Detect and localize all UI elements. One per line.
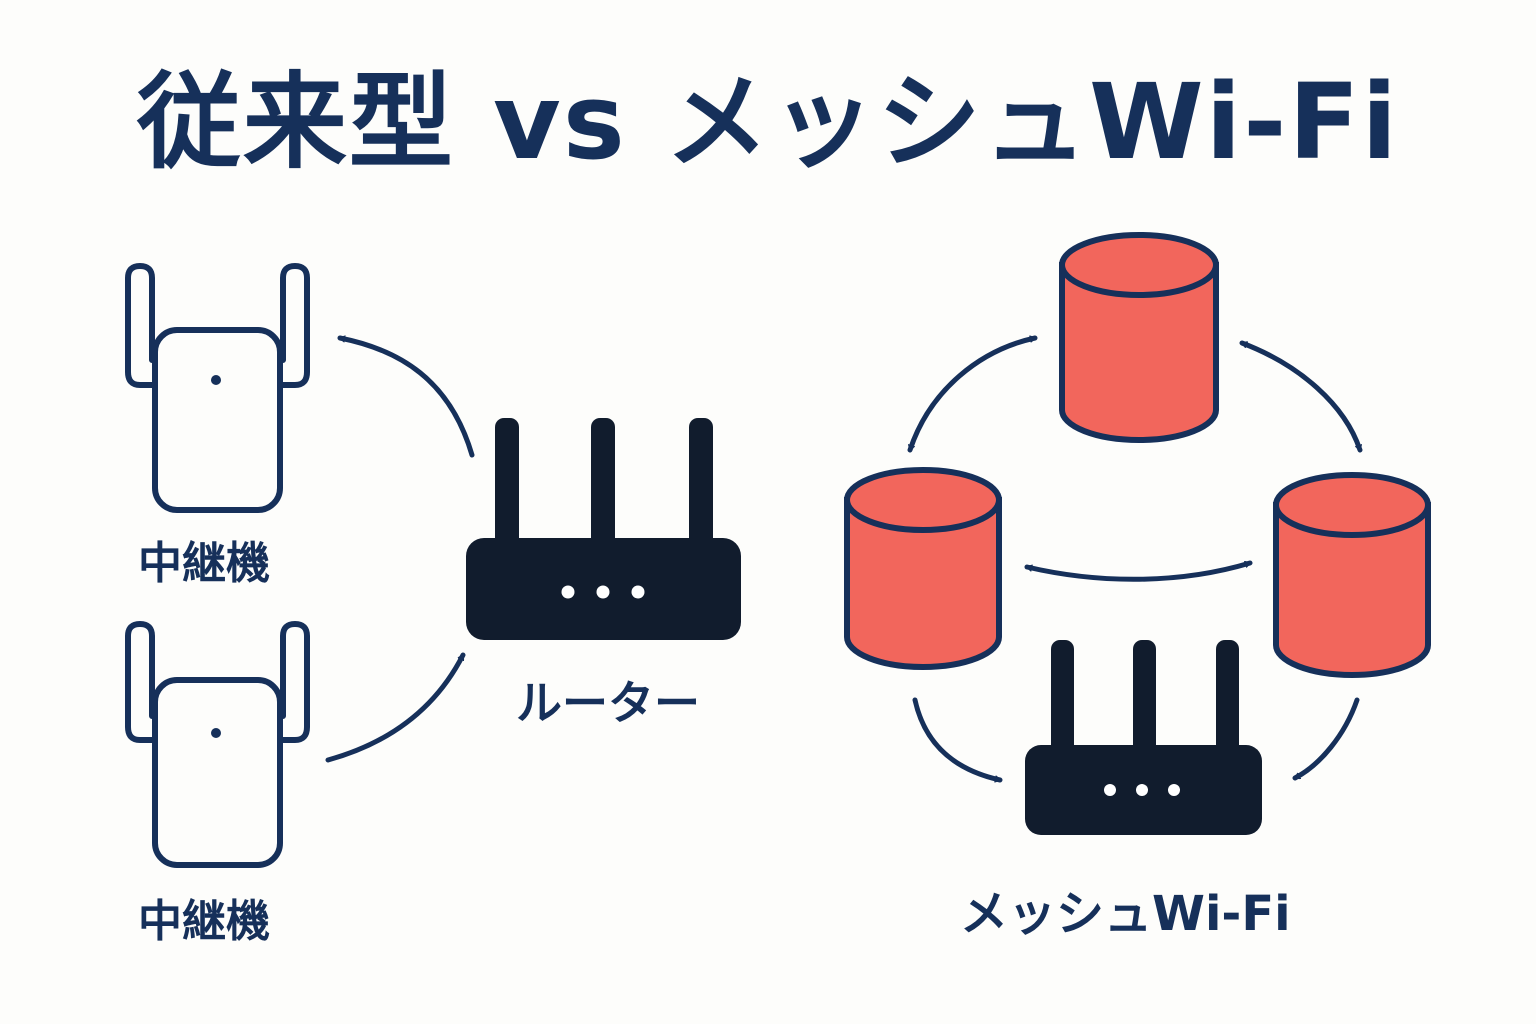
router-label: ルーター	[516, 676, 700, 730]
mesh-node-left	[844, 467, 1002, 670]
arrow-mesh-left-to-router	[912, 697, 1003, 783]
arrow-mesh-top-left	[907, 335, 1038, 453]
repeater-icon	[125, 621, 310, 868]
mesh-node-top	[1059, 232, 1219, 443]
router-icon	[466, 418, 741, 640]
mesh-wifi-label: メッシュWi-Fi	[960, 886, 1291, 942]
arrow-mesh-top-right	[1239, 340, 1363, 453]
arrow-mesh-right-to-router	[1292, 697, 1360, 781]
diagram-title: 従来型 vs メッシュWi-Fi	[136, 61, 1400, 183]
arrow-mesh-left-right	[1024, 560, 1253, 582]
arrow-repeater-to-router	[325, 652, 466, 763]
mesh-node-right	[1273, 472, 1431, 678]
repeater-label: 中継機	[138, 538, 270, 589]
repeater-label: 中継機	[138, 896, 270, 947]
mesh-router-icon	[1025, 640, 1262, 835]
arrow-router-to-repeater	[337, 338, 475, 458]
repeater-icon	[125, 263, 310, 513]
